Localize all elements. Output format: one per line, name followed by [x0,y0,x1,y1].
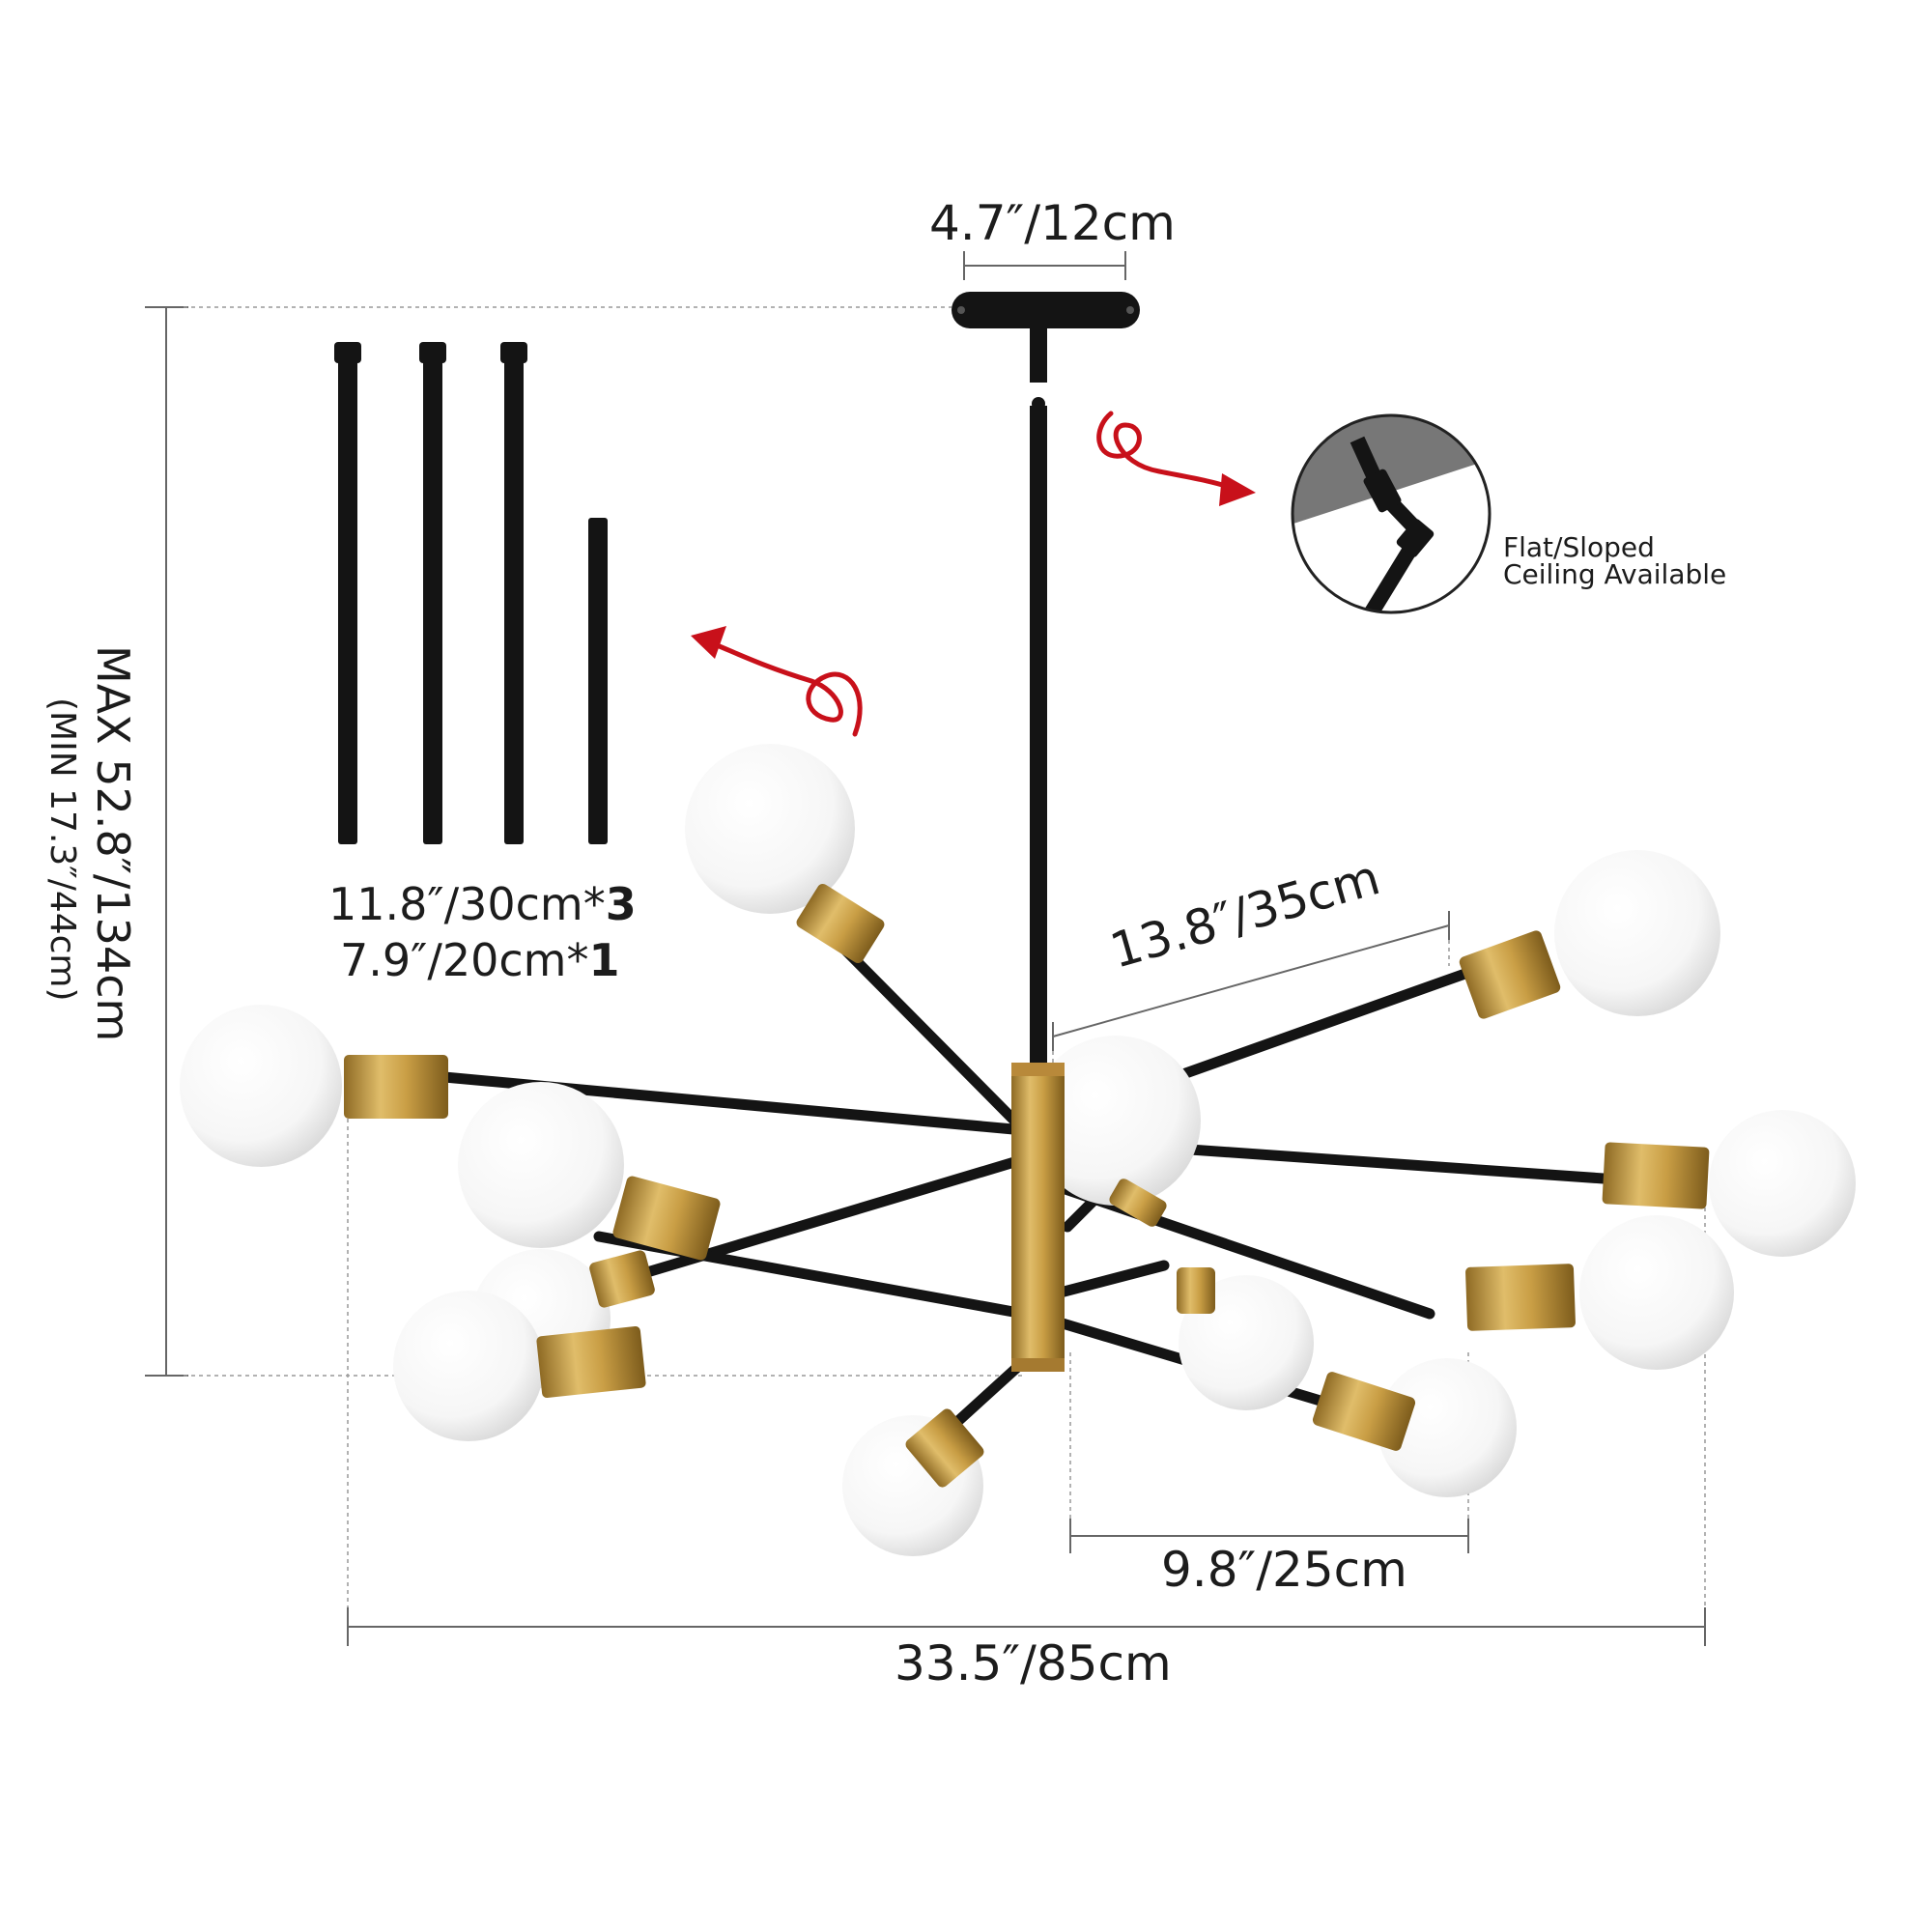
bulb-mid-right [1465,1215,1734,1370]
max-height-label: MAX 52.8″/134cm [87,645,139,1042]
red-arrow-right-icon [1096,411,1256,506]
rod-quantity-label: 11.8″/30cm*3 7.9″/20cm*1 [328,877,637,988]
bulb-back-right [1177,1267,1314,1410]
ceiling-note-line2: Ceiling Available [1503,558,1727,590]
bulb-left-far [180,1005,448,1167]
extension-rods [334,342,608,844]
bulb-right-far [1602,1110,1856,1257]
rod-long-1 [334,342,361,844]
bulbs [180,744,1856,1556]
down-rod [1030,406,1047,1072]
red-arrow-left-icon [691,626,863,737]
bulb-mid-left [458,1082,721,1261]
ceiling-note-line1: Flat/Sloped [1503,531,1655,563]
dim-arm-line [1052,924,1450,1037]
bulb-bottom [842,1408,984,1556]
bulb-low-right [1312,1358,1517,1497]
rod-long-2 [419,342,446,844]
rod-long-3 [500,342,527,844]
rod-line-long: 11.8″/30cm*3 [328,878,637,930]
arm-spacing-label: 9.8″/25cm [1161,1542,1407,1598]
bulb-center-back [1031,1036,1201,1227]
rod-line-short: 7.9″/20cm*1 [340,933,620,986]
bulb-top-right [1459,850,1720,1019]
bulb-top-left [685,744,885,963]
bulb-low-left [393,1291,646,1441]
brass-hub [1011,1063,1065,1372]
rod-short [588,518,608,844]
min-height-label: (MIN 17.3″/44cm) [43,697,82,1002]
canopy-width-label: 4.7″/12cm [929,195,1176,251]
canopy [952,292,1140,411]
dimension-lines [145,251,1706,1646]
ceiling-note: Flat/Sloped Ceiling Available [1503,534,1726,588]
sloped-ceiling-inset [1291,413,1492,614]
overall-width-label: 33.5″/85cm [895,1635,1172,1691]
